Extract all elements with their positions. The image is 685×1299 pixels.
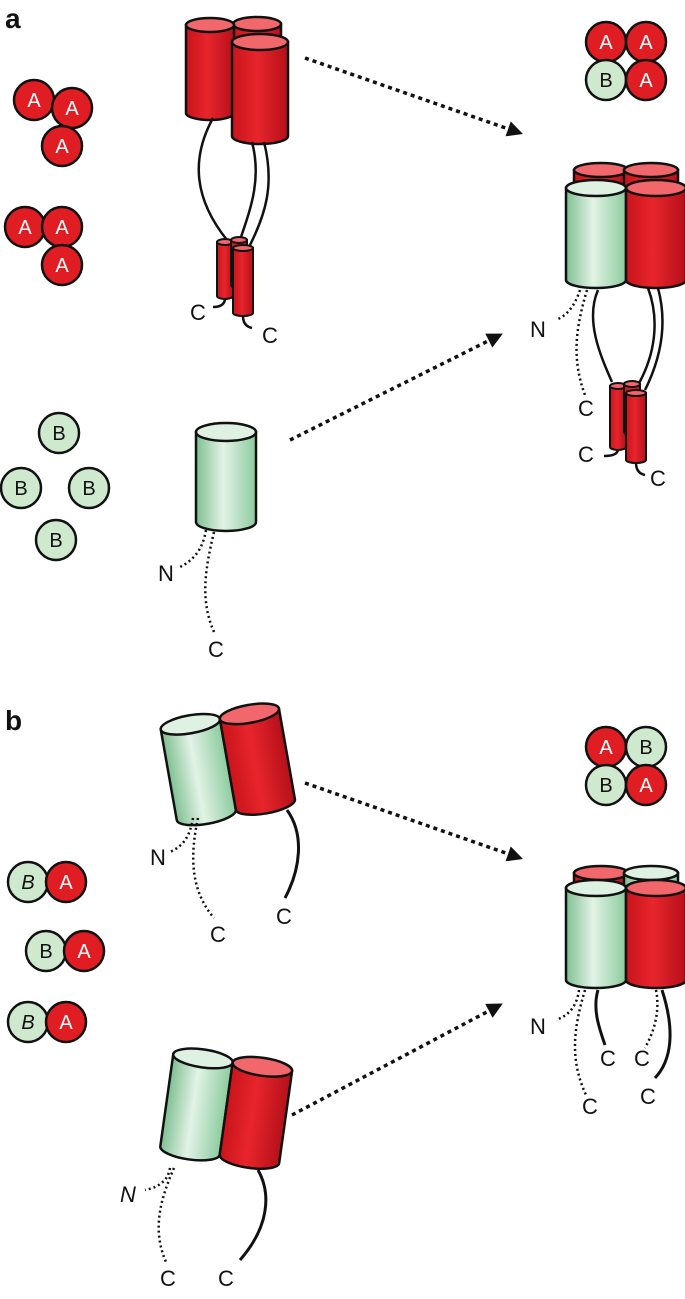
svg-text:A: A: [27, 90, 41, 112]
b-monomer-helix: N C: [158, 421, 258, 662]
svg-text:A: A: [55, 136, 69, 158]
svg-text:A: A: [599, 737, 613, 759]
svg-text:A: A: [59, 872, 73, 894]
svg-text:B: B: [49, 530, 62, 552]
svg-text:A: A: [77, 941, 91, 963]
c-terminus-label: C: [276, 904, 292, 929]
a3-trimer-helix-bundle: C C: [184, 15, 290, 348]
svg-text:B: B: [14, 478, 27, 500]
assembly-arrow: [291, 1003, 503, 1117]
a-trimer-icon-1: A A A: [12, 78, 94, 168]
c-terminus-label: C: [600, 1046, 616, 1071]
c-terminus-label: C: [650, 466, 666, 491]
c-terminus-label: C: [634, 1046, 650, 1071]
svg-text:A: A: [639, 775, 653, 797]
c-terminus-label: C: [218, 1266, 234, 1291]
c-terminus-label: C: [208, 637, 224, 662]
a3b-tetramer-icon: A A B A: [584, 20, 668, 102]
a-trimer-icon-2: A A A: [3, 205, 84, 287]
n-terminus-label: N: [530, 1014, 546, 1039]
svg-text:A: A: [639, 70, 653, 92]
svg-text:A: A: [55, 217, 69, 239]
svg-text:B: B: [52, 423, 65, 445]
c-terminus-label: C: [640, 1084, 656, 1109]
n-terminus-label: N: [150, 845, 166, 870]
assembly-arrow: [304, 781, 523, 862]
c-terminus-label: C: [582, 1094, 598, 1119]
svg-text:B: B: [82, 478, 95, 500]
svg-text:B: B: [21, 872, 34, 894]
ba-dimer-helix-pair-upper: N C C: [150, 702, 300, 947]
c-terminus-label: C: [160, 1266, 176, 1291]
c-terminus-label: C: [190, 300, 206, 325]
panel-label-a: a: [5, 3, 21, 34]
svg-text:B: B: [39, 941, 52, 963]
n-terminus-label: N: [120, 1182, 136, 1207]
assembly-arrow: [289, 333, 503, 442]
svg-text:A: A: [55, 255, 69, 277]
panel-label-b: b: [5, 705, 22, 736]
n-terminus-label: N: [158, 561, 174, 586]
c-terminus-label: C: [578, 442, 594, 467]
c-terminus-label: C: [210, 922, 226, 947]
svg-text:B: B: [599, 70, 612, 92]
abba-tetramer-icon: A B B A: [584, 725, 668, 807]
a3b-tetramer-helix-bundle: N C C C: [530, 161, 685, 491]
abba-tetramer-helix-bundle: N C C C C: [530, 864, 685, 1119]
assembly-arrow: [304, 56, 523, 137]
svg-text:B: B: [639, 737, 652, 759]
c-terminus-label: C: [578, 396, 594, 421]
n-terminus-label: N: [530, 317, 546, 342]
svg-text:A: A: [65, 98, 79, 120]
svg-text:A: A: [18, 217, 32, 239]
svg-text:A: A: [639, 32, 653, 54]
c-terminus-label: C: [262, 323, 278, 348]
svg-text:B: B: [21, 1012, 34, 1034]
b-monomer-icons: B B B B: [0, 411, 111, 562]
ba-dimer-helix-pair-lower: N C C: [120, 1047, 294, 1291]
svg-text:A: A: [599, 32, 613, 54]
svg-text:A: A: [59, 1012, 73, 1034]
svg-text:B: B: [599, 775, 612, 797]
ba-dimer-icons: B A B A B A: [6, 860, 106, 1044]
